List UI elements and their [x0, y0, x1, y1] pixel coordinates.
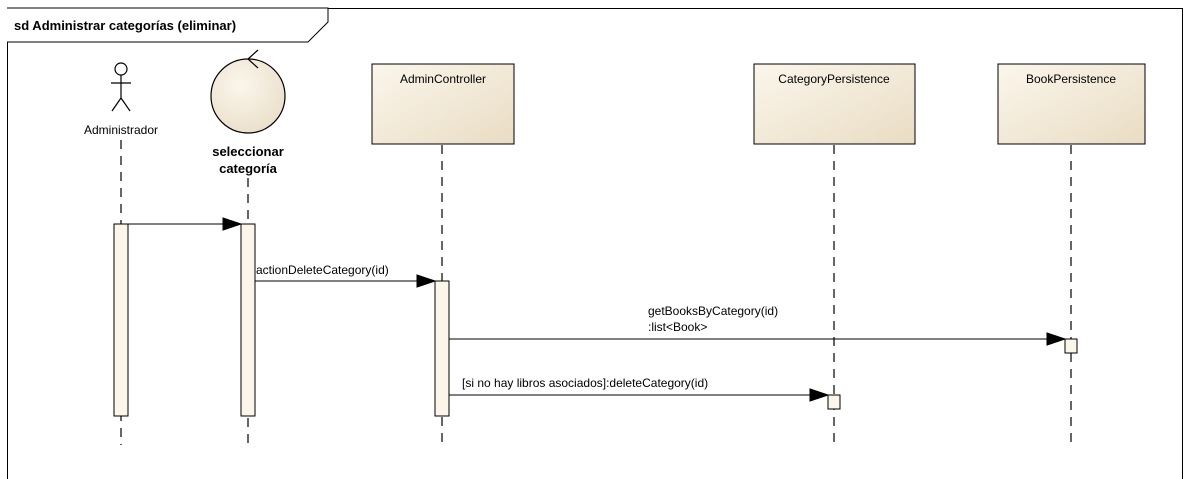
diagram-frame	[7, 8, 1183, 479]
actor-label: Administrador	[84, 123, 158, 137]
activation-categorypersistence	[827, 394, 841, 410]
admincontroller-label: AdminController	[400, 72, 486, 86]
message-get-books-arrowhead	[1046, 332, 1067, 346]
message-get-books-label-line2: :list<Book>	[648, 320, 707, 334]
message-start-arrowhead	[222, 217, 243, 231]
frame-title-tab: sd Administrar categorías (eliminar)	[7, 7, 329, 43]
activation-administrador	[113, 223, 129, 417]
actor-icon	[111, 62, 131, 112]
control-icon	[210, 49, 286, 134]
bookpersistence-box: BookPersistence	[997, 63, 1146, 145]
activation-bookpersistence	[1064, 338, 1078, 354]
bookpersistence-label: BookPersistence	[1026, 72, 1116, 86]
activation-seleccionar-categoria	[240, 223, 256, 417]
admincontroller-box: AdminController	[371, 63, 515, 145]
frame-title: sd Administrar categorías (eliminar)	[14, 18, 236, 33]
message-delete-category-arrowhead	[809, 388, 830, 402]
activation-admincontroller	[434, 280, 450, 417]
message-action-delete-label: actionDeleteCategory(id)	[256, 263, 389, 277]
message-delete-category-label: [si no hay libros asociados]:deleteCateg…	[462, 376, 708, 390]
control-label-line2: categoría	[219, 161, 278, 176]
message-action-delete-arrowhead	[416, 274, 437, 288]
categorypersistence-label: CategoryPersistence	[778, 72, 890, 86]
categorypersistence-box: CategoryPersistence	[753, 63, 916, 145]
control-label-line1: seleccionar	[212, 144, 284, 159]
message-get-books-label-line1: getBooksByCategory(id)	[648, 304, 778, 318]
